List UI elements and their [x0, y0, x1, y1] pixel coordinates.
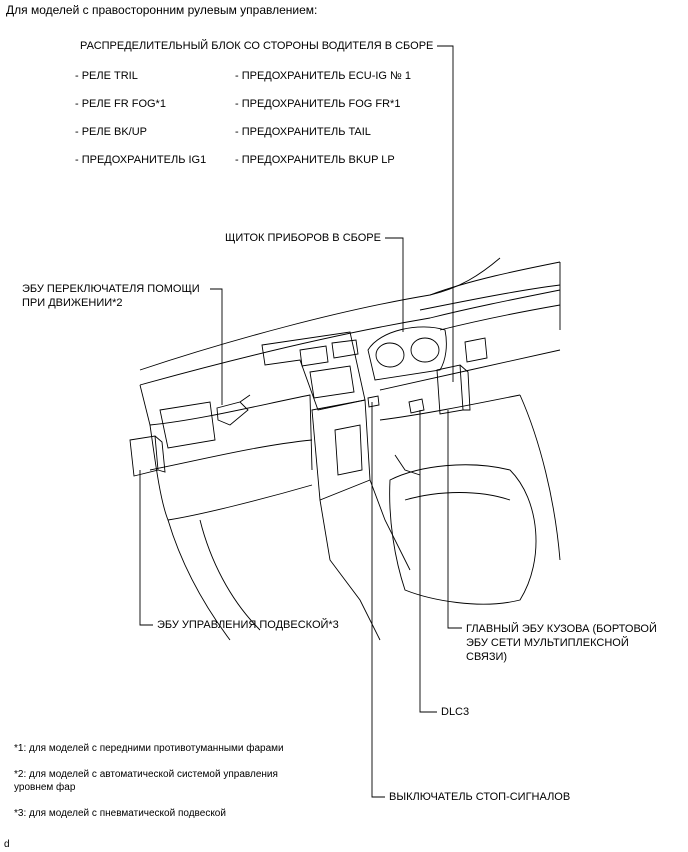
- jb-item: - ПРЕДОХРАНИТЕЛЬ TAIL: [235, 126, 371, 138]
- steering-column: [394, 454, 421, 476]
- corner-mark: d: [4, 839, 10, 850]
- jb-item: - РЕЛЕ BK/UP: [75, 126, 148, 138]
- dash-top-edge: [139, 289, 561, 386]
- stop-switch: [367, 395, 380, 408]
- label-main-body-3: СВЯЗИ): [466, 651, 508, 663]
- left-footwell: [167, 519, 261, 641]
- shift-area: [334, 424, 363, 476]
- leader-meter: [385, 237, 404, 332]
- main-body-ecu-box: [436, 364, 471, 415]
- right-door: [519, 394, 561, 561]
- suspension-ecu-box: [129, 435, 166, 477]
- footnote-2-line1: *2: для моделей с автоматической системо…: [14, 769, 278, 780]
- label-main-body-2: ЭБУ СЕТИ МУЛЬТИПЛЕКСНОЙ: [466, 637, 629, 649]
- jb-item: - РЕЛЕ TRIL: [75, 70, 138, 82]
- lower-dash-line: [149, 439, 313, 471]
- windshield-line: [139, 257, 501, 371]
- leader-dlc3: [419, 410, 437, 713]
- label-driving-assist-2: ПРИ ДВИЖЕНИИ*2: [22, 297, 123, 309]
- leader-suspension: [139, 470, 153, 626]
- label-meter: ЩИТОК ПРИБОРОВ В СБОРЕ: [225, 232, 381, 244]
- driving-assist-ecu: [216, 394, 251, 426]
- footnote-2-line2: уровнем фар: [14, 782, 76, 793]
- console-lower: [319, 479, 411, 641]
- leader-stop-switch: [371, 402, 385, 798]
- label-dlc3: DLC3: [441, 706, 470, 718]
- jb-item: - РЕЛЕ FR FOG*1: [75, 98, 166, 110]
- leader-main-body: [447, 410, 462, 629]
- leader-driving-assist: [210, 288, 223, 405]
- center-display: [309, 365, 355, 399]
- jb-item: - ПРЕДОХРАНИТЕЛЬ FOG FR*1: [235, 98, 401, 110]
- center-stack-outline: [261, 331, 366, 411]
- meter-gauge-left: [375, 342, 405, 368]
- jb-item: - ПРЕДОХРАНИТЕЛЬ BKUP LP: [235, 154, 395, 166]
- left-glovebox: [159, 401, 216, 449]
- meter-hood: [367, 326, 447, 381]
- jb-item: - ПРЕДОХРАНИТЕЛЬ ECU-IG № 1: [235, 70, 412, 82]
- dash-lower-left: [149, 424, 313, 521]
- a-pillar: [429, 261, 561, 330]
- footnote-3: *3: для моделей с пневматической подвеск…: [14, 808, 226, 819]
- label-suspension-ecu: ЭБУ УПРАВЛЕНИЯ ПОДВЕСКОЙ*3: [157, 619, 339, 631]
- right-dash-panel: [379, 349, 561, 421]
- label-stop-switch: ВЫКЛЮЧАТЕЛЬ СТОП-СИГНАЛОВ: [389, 791, 571, 803]
- right-vent: [464, 337, 488, 363]
- leader-junction-block: [437, 45, 454, 382]
- driver-seat: [389, 464, 537, 605]
- seat-cushion: [404, 492, 511, 501]
- dlc3-connector: [408, 398, 425, 414]
- left-dash: [139, 384, 313, 471]
- meter-gauge-right: [410, 337, 440, 363]
- page-header: Для моделей с правосторонним рулевым упр…: [6, 3, 318, 17]
- center-vents: [299, 339, 359, 367]
- footnote-1: *1: для моделей с передними противотуман…: [14, 743, 284, 754]
- label-junction-block: РАСПРЕДЕЛИТЕЛЬНЫЙ БЛОК СО СТОРОНЫ ВОДИТЕ…: [80, 40, 434, 52]
- label-driving-assist-1: ЭБУ ПЕРЕКЛЮЧАТЕЛЯ ПОМОЩИ: [22, 283, 200, 295]
- label-main-body-1: ГЛАВНЫЙ ЭБУ КУЗОВА (БОРТОВОЙ: [466, 623, 657, 635]
- jb-item: - ПРЕДОХРАНИТЕЛЬ IG1: [75, 154, 207, 166]
